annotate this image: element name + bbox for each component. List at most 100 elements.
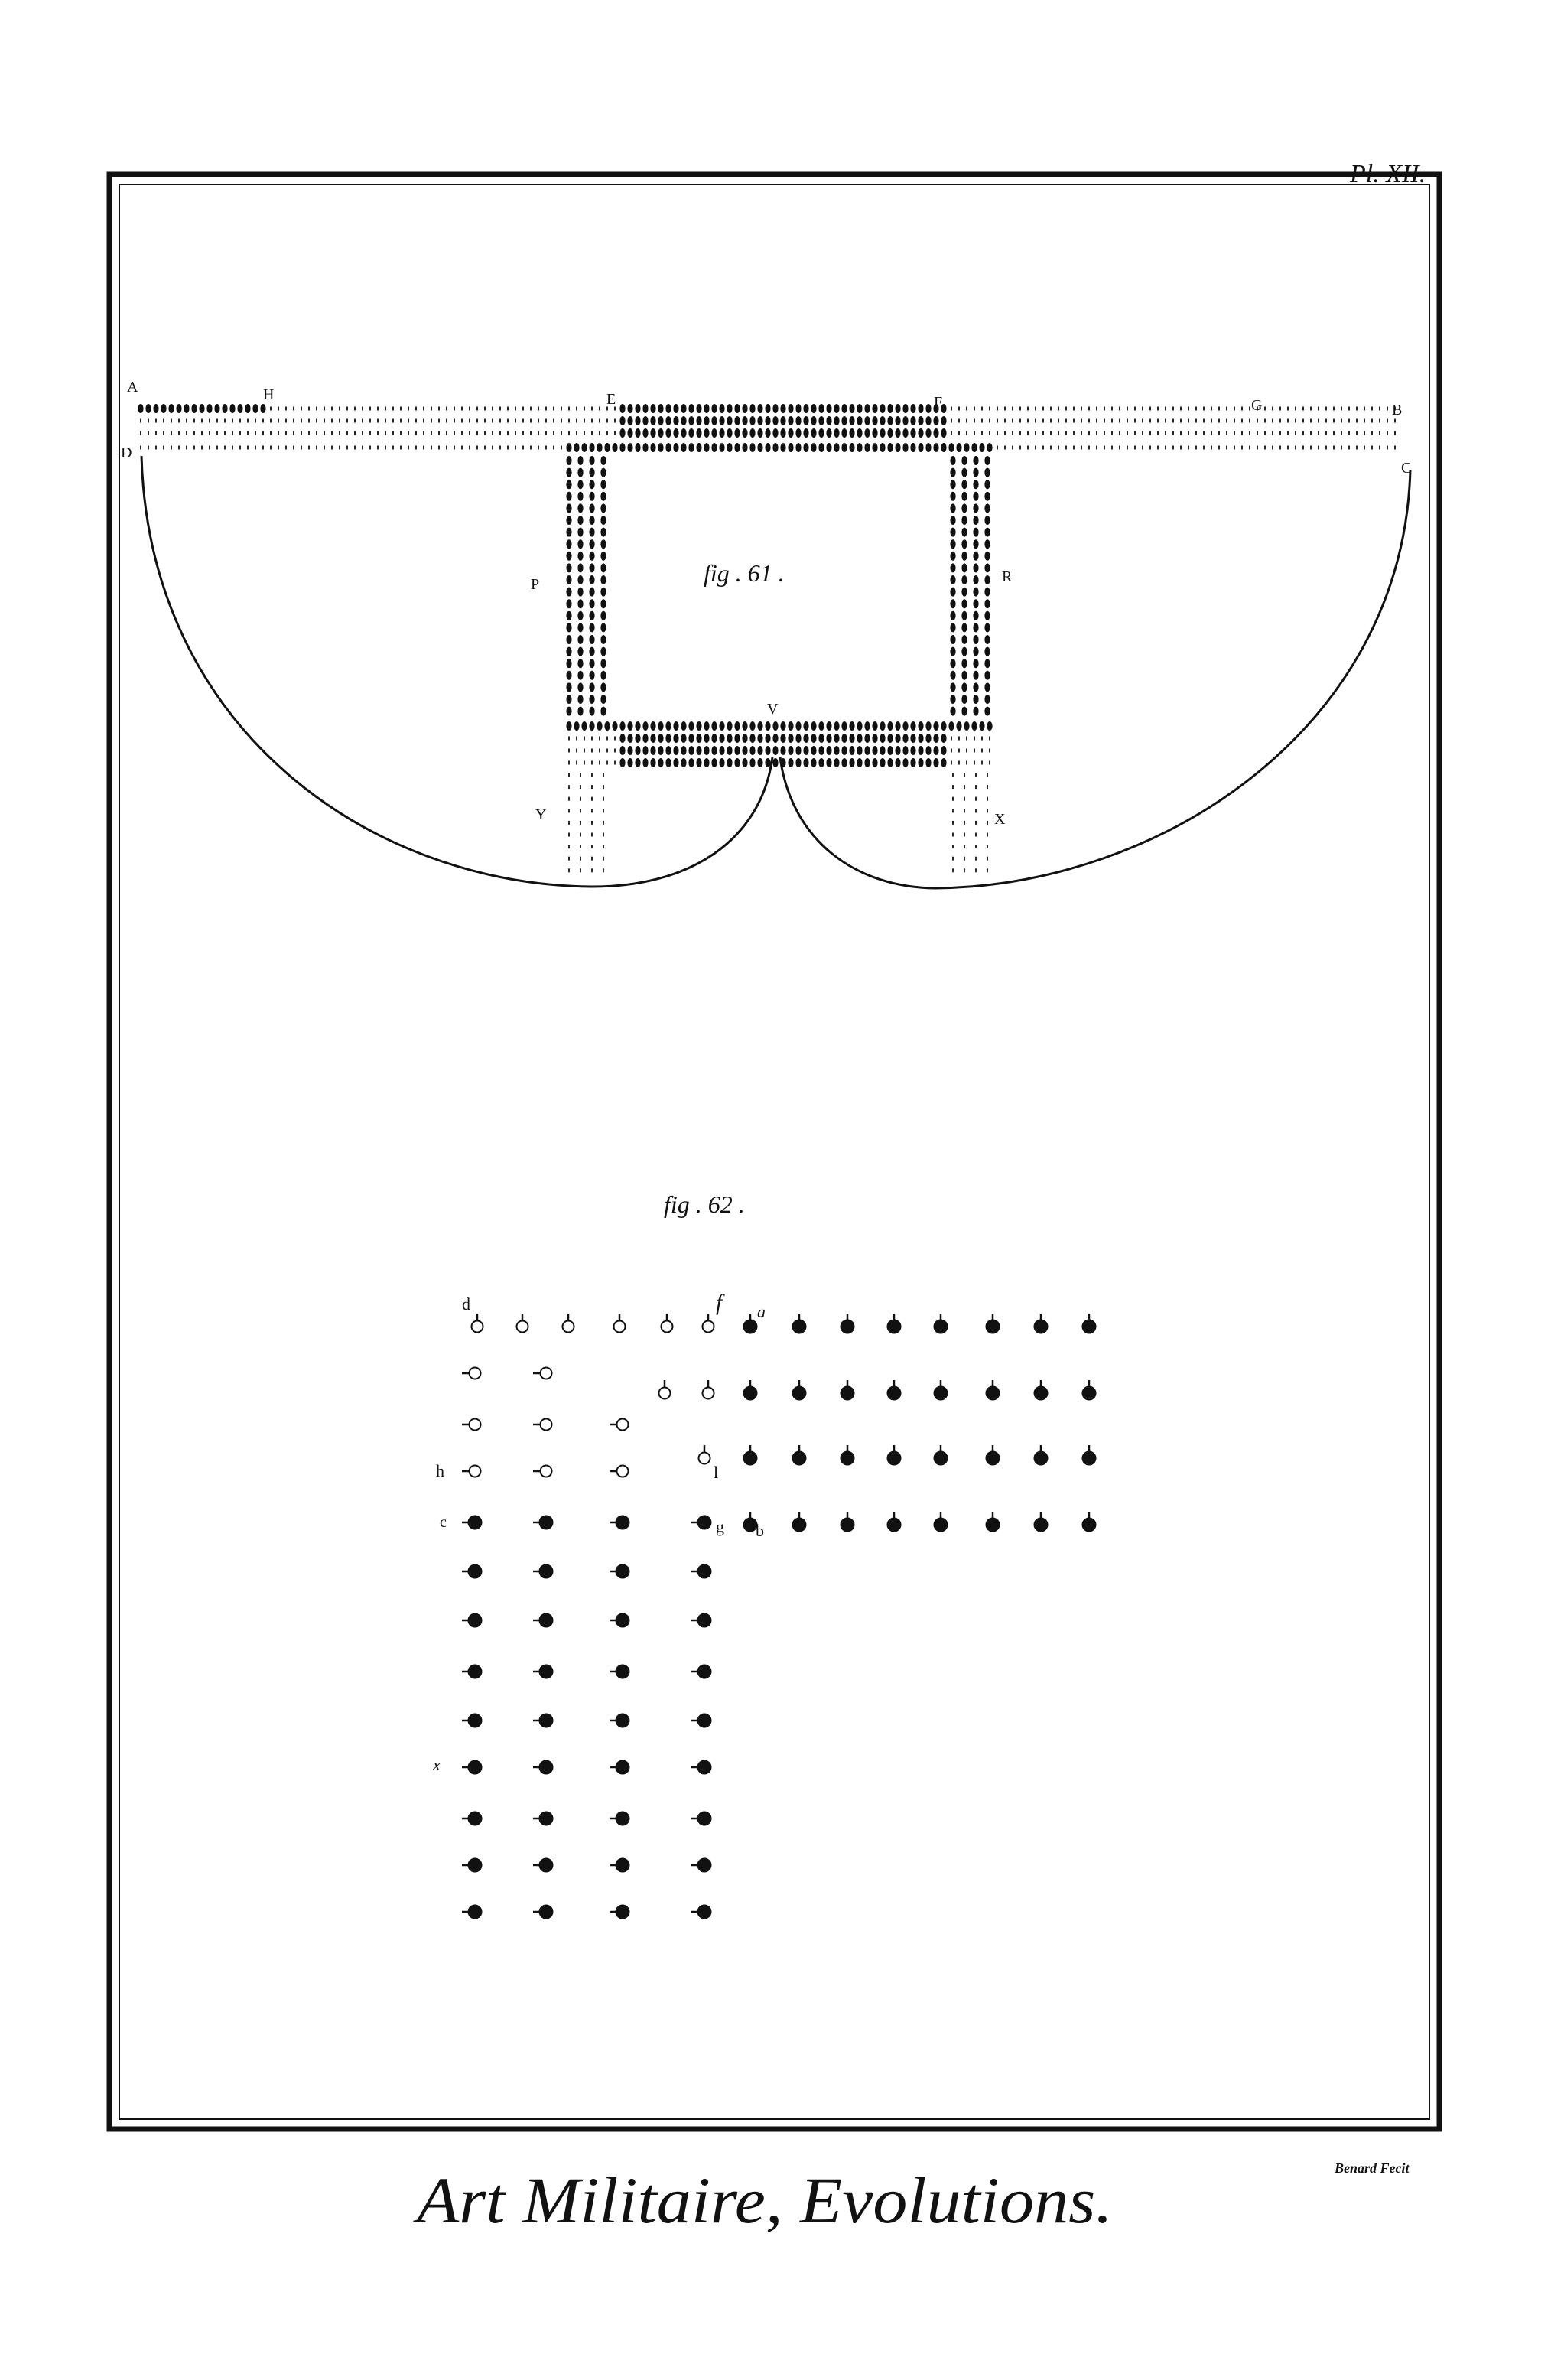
soldier-dot	[1218, 431, 1220, 435]
soldier-dot	[1065, 431, 1067, 435]
soldier-mark	[788, 404, 794, 413]
soldier-dot	[1035, 406, 1036, 411]
soldier-body	[468, 1366, 482, 1380]
soldier-mark	[742, 404, 748, 413]
soldier-dot	[155, 445, 157, 450]
fig61-caption: fig . 61 .	[704, 559, 785, 587]
soldier-dot	[1027, 445, 1029, 450]
soldier-mark	[719, 416, 725, 425]
soldier-dot	[1042, 418, 1044, 423]
soldier-dot	[1348, 445, 1350, 450]
soldier-body	[467, 1664, 483, 1679]
soldier-dot	[580, 809, 581, 813]
soldier-dot	[989, 736, 990, 741]
soldier-mark	[696, 404, 702, 413]
soldier-mark	[961, 587, 967, 597]
soldier-dot	[354, 431, 356, 435]
soldier-dot	[591, 809, 593, 813]
soldier-mark	[727, 404, 733, 413]
soldier-mark	[950, 480, 956, 490]
soldier-mark	[864, 758, 870, 767]
soldier-mark	[577, 551, 584, 561]
soldier-dot	[1019, 445, 1021, 450]
soldier-mark	[600, 599, 606, 609]
soldier-dot	[385, 406, 386, 411]
soldier-filled	[886, 1314, 902, 1334]
soldier-dot	[1287, 431, 1289, 435]
soldier-mark	[818, 734, 824, 743]
soldier-mark	[864, 443, 870, 452]
soldier-mark	[600, 467, 606, 477]
soldier-mark	[742, 428, 748, 438]
soldier-open	[701, 1380, 715, 1400]
soldier-filled	[610, 1713, 630, 1728]
soldier-dot	[293, 445, 294, 450]
soldier-dot	[431, 431, 432, 435]
soldier-filled	[462, 1613, 483, 1628]
soldier-dot	[1188, 445, 1189, 450]
soldier-mark	[566, 659, 572, 669]
soldier-mark	[673, 428, 679, 438]
soldier-mark	[849, 746, 855, 755]
soldier-mark	[619, 404, 626, 413]
soldier-mark	[961, 610, 967, 620]
soldier-dot	[316, 406, 317, 411]
soldier-body	[615, 1811, 630, 1826]
soldier-mark	[918, 404, 924, 413]
soldier-dot	[431, 445, 432, 450]
soldier-mark	[950, 623, 956, 633]
soldier-mark	[902, 746, 909, 755]
soldier-mark	[627, 443, 633, 452]
soldier-mark	[742, 734, 748, 743]
soldier-body	[743, 1385, 758, 1401]
soldier-dot	[974, 736, 975, 741]
soldier-dot	[614, 748, 616, 753]
soldier-dot	[1211, 445, 1212, 450]
soldier-dot	[603, 820, 604, 825]
soldier-dot	[1065, 445, 1067, 450]
soldier-dot	[987, 773, 988, 777]
soldier-mark	[688, 746, 694, 755]
soldier-mark	[857, 746, 863, 755]
soldier-body	[985, 1517, 1000, 1532]
soldier-mark	[811, 734, 817, 743]
soldier-dot	[568, 785, 570, 790]
soldier-mark	[803, 428, 809, 438]
soldier-dot	[1257, 445, 1258, 450]
soldier-dot	[1195, 418, 1197, 423]
soldier-mark	[597, 443, 603, 452]
soldier-mark	[566, 527, 572, 537]
soldier-body	[985, 1450, 1000, 1466]
soldier-body	[658, 1386, 671, 1400]
soldier-dot	[239, 445, 241, 450]
soldier-dot	[975, 845, 977, 849]
soldier-dot	[591, 431, 593, 435]
soldier-dot	[278, 418, 279, 423]
soldier-mark	[600, 706, 606, 716]
soldier-body	[615, 1664, 630, 1679]
soldier-dot	[591, 418, 593, 423]
soldier-dot	[584, 406, 585, 411]
soldier-dot	[997, 406, 998, 411]
soldier-mark	[872, 734, 878, 743]
soldier-mark	[910, 734, 916, 743]
soldier-mark	[589, 527, 595, 537]
soldier-body	[467, 1515, 483, 1530]
soldier-open	[610, 1418, 629, 1431]
soldier-mark	[895, 746, 901, 755]
soldier-filled	[462, 1811, 483, 1826]
soldier-mark	[696, 721, 702, 731]
soldier-mark	[984, 623, 990, 633]
soldier-mark	[984, 480, 990, 490]
soldier-mark	[984, 456, 990, 465]
soldier-dot	[981, 418, 983, 423]
soldier-filled	[1033, 1380, 1049, 1401]
soldier-body	[467, 1760, 483, 1775]
soldier-mark	[184, 404, 190, 413]
soldier-body	[697, 1857, 712, 1873]
soldier-dot	[584, 760, 585, 765]
soldier-mark	[971, 443, 977, 452]
soldier-mark	[566, 695, 572, 704]
soldier-dot	[981, 736, 983, 741]
soldier-mark	[887, 404, 893, 413]
